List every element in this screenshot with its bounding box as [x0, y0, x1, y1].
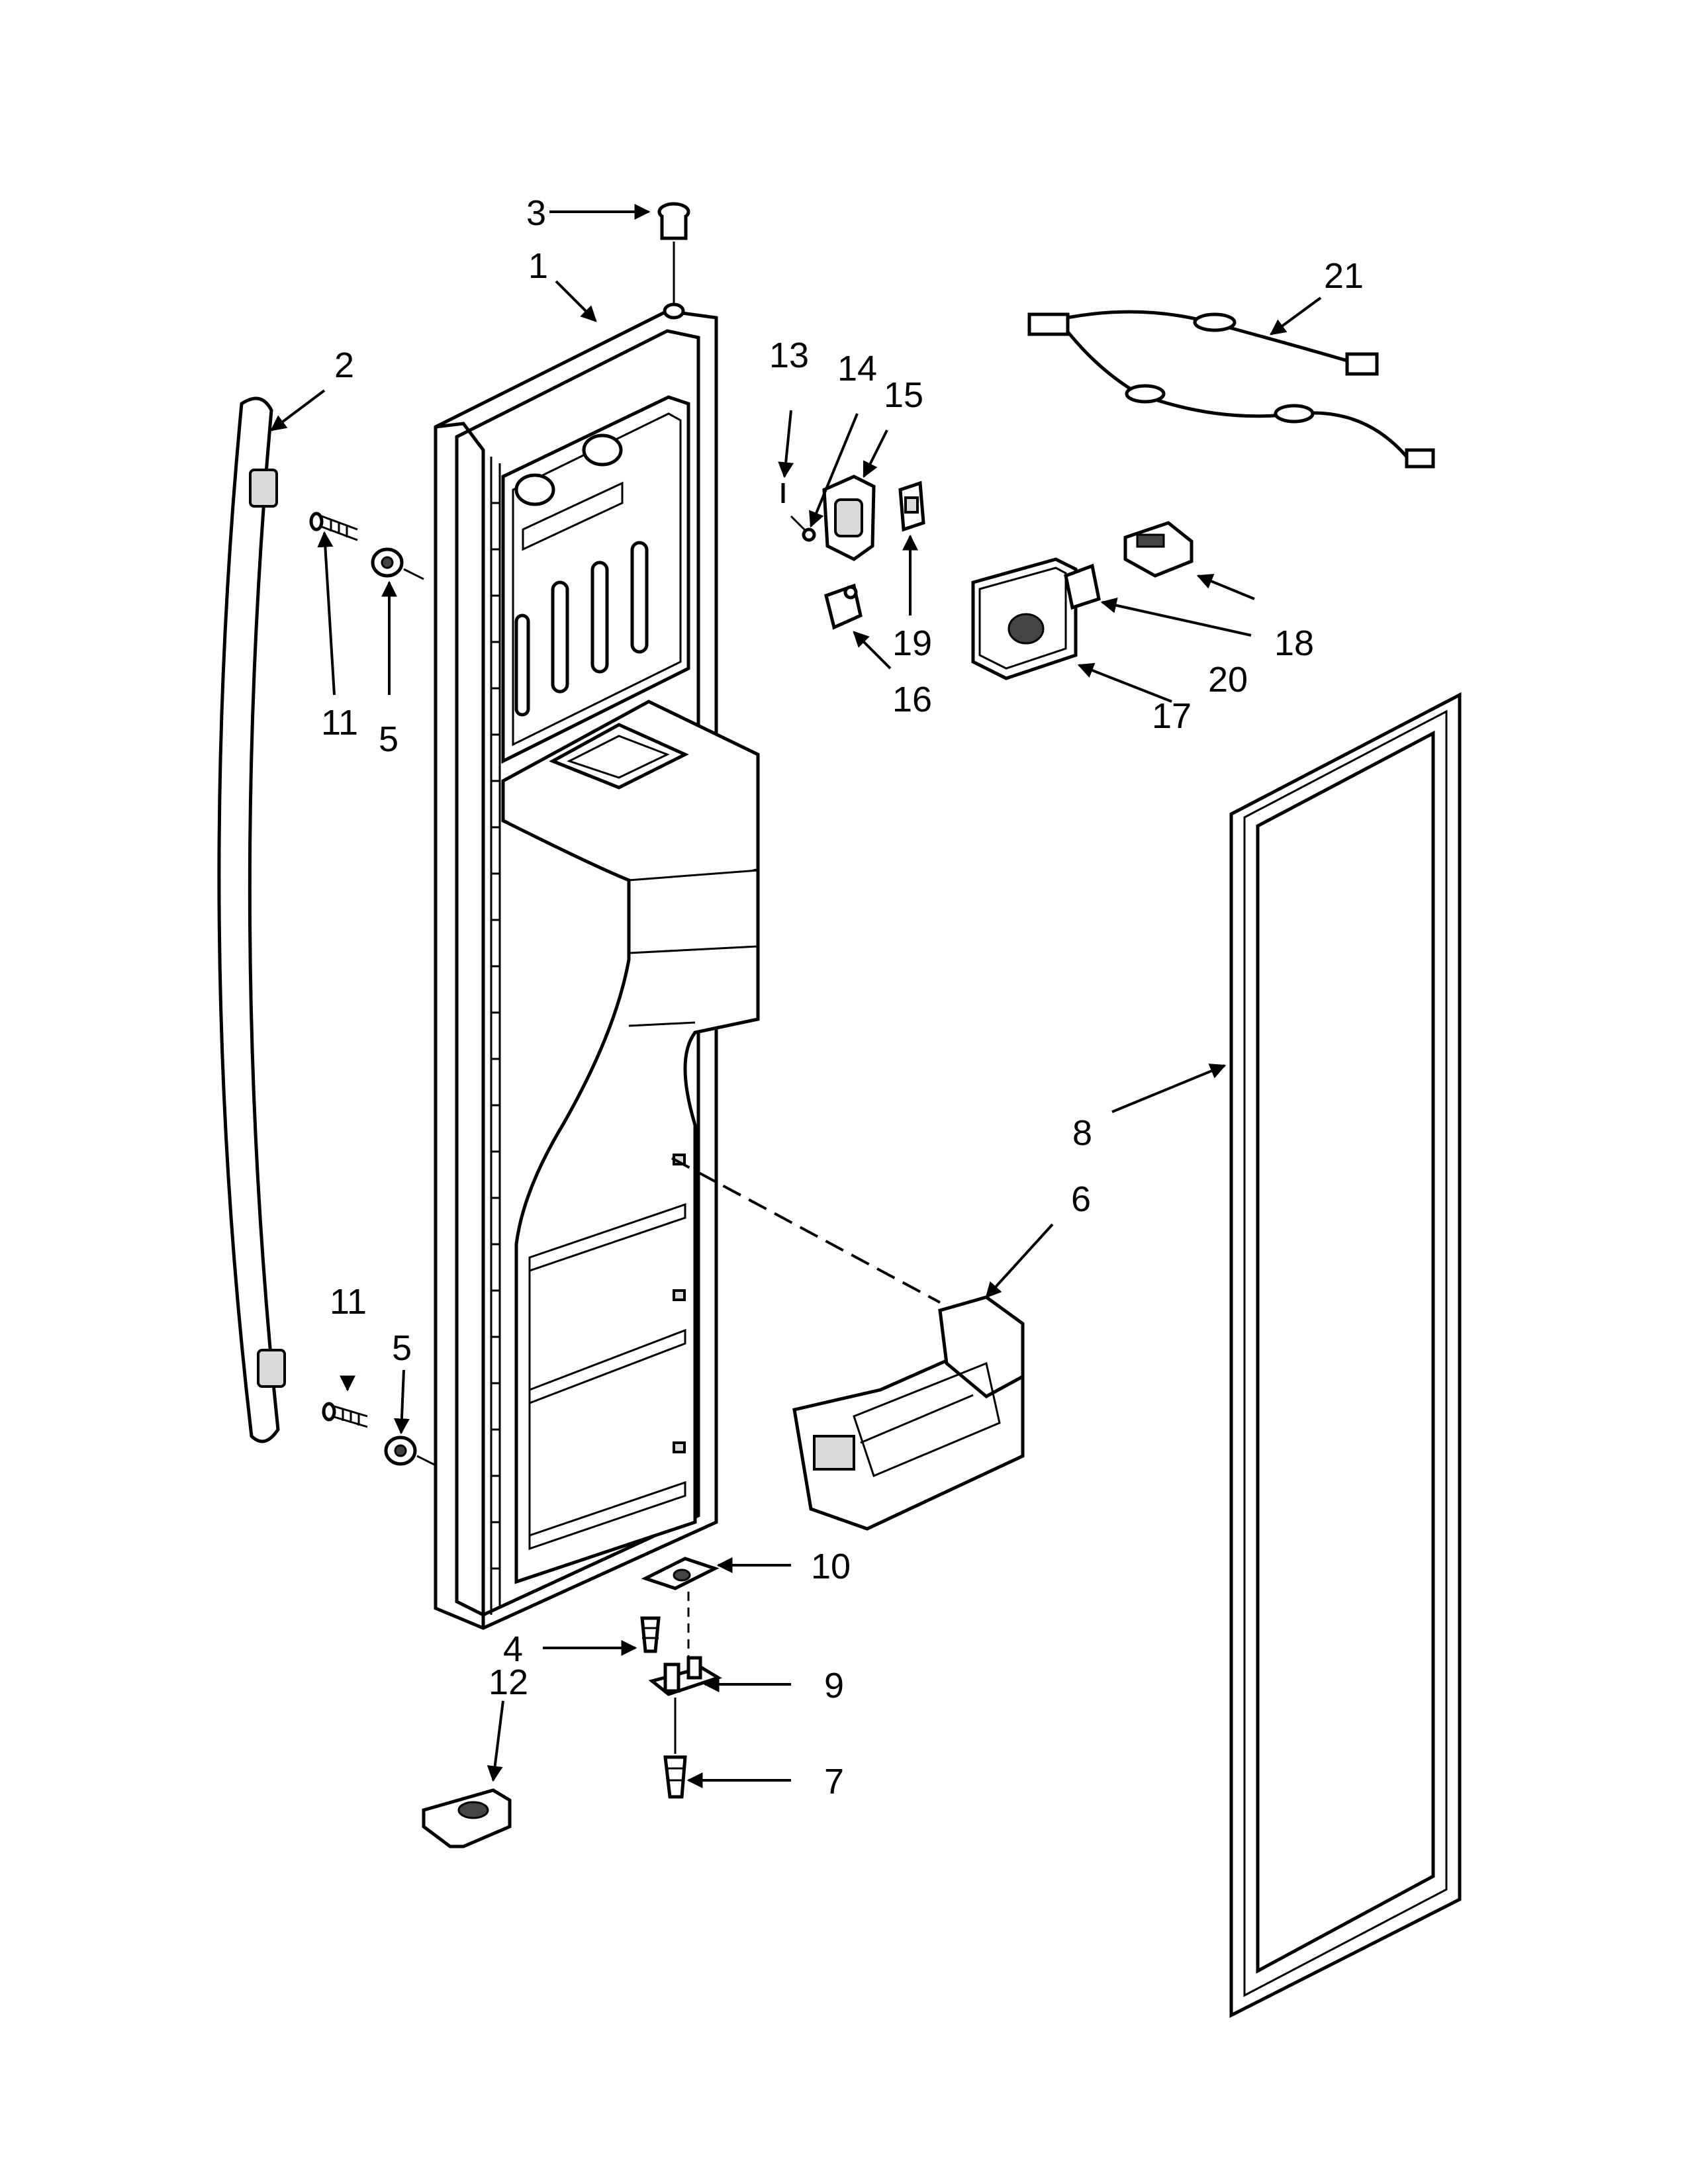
callout-13: 13 — [769, 336, 809, 375]
bin-dash-line — [671, 1157, 941, 1304]
hinge-plate-10 — [641, 1557, 720, 1590]
callout-18: 18 — [1274, 623, 1314, 663]
callout-19: 19 — [892, 623, 932, 663]
callout-labels: 3 1 2 11 5 11 5 13 14 15 19 16 17 20 18 … — [321, 193, 1364, 1801]
bushing-upper — [371, 547, 424, 580]
callout-1: 1 — [528, 246, 548, 286]
bracket-15 — [822, 475, 876, 561]
callout-10: 10 — [811, 1547, 851, 1586]
wire-harness — [1027, 310, 1435, 469]
cap-part — [657, 202, 690, 320]
switch-housing-17 — [971, 557, 1078, 680]
callout-5-lower: 5 — [392, 1328, 412, 1368]
bracket-12 — [422, 1788, 512, 1848]
callout-11-upper: 11 — [321, 703, 358, 743]
board-18 — [1123, 521, 1194, 578]
screw-lower — [322, 1402, 368, 1428]
handle-part — [217, 396, 286, 1443]
clip-part — [790, 515, 816, 542]
screw-upper — [309, 512, 358, 541]
callout-11-lower: 11 — [330, 1282, 367, 1322]
callout-7: 7 — [824, 1762, 844, 1801]
callout-9: 9 — [824, 1666, 844, 1706]
plate-20 — [1064, 563, 1101, 610]
screw-4 — [640, 1616, 661, 1653]
callout-2: 2 — [334, 345, 354, 385]
bushing-lower — [384, 1435, 438, 1467]
leader-lines — [270, 204, 1322, 1788]
callout-5-upper: 5 — [379, 719, 399, 759]
door-assembly — [434, 309, 760, 1630]
callout-8: 8 — [1072, 1113, 1092, 1153]
bracket-19 — [898, 480, 925, 532]
door-rail-texture — [491, 502, 500, 1570]
callout-4: 4 — [503, 1629, 523, 1669]
callout-14: 14 — [837, 349, 877, 388]
bracket-16 — [824, 583, 863, 630]
callout-20: 20 — [1208, 660, 1248, 700]
callout-16: 16 — [892, 680, 932, 719]
callout-3: 3 — [526, 193, 546, 233]
callout-6: 6 — [1071, 1179, 1091, 1219]
callout-12: 12 — [489, 1662, 528, 1702]
callout-15: 15 — [884, 375, 923, 415]
callout-17: 17 — [1152, 696, 1192, 736]
gasket — [1229, 692, 1462, 2019]
hinge-9 — [648, 1656, 722, 1696]
screw-7 — [663, 1698, 687, 1799]
callout-21: 21 — [1324, 256, 1364, 296]
shelf-bin — [792, 1295, 1025, 1531]
